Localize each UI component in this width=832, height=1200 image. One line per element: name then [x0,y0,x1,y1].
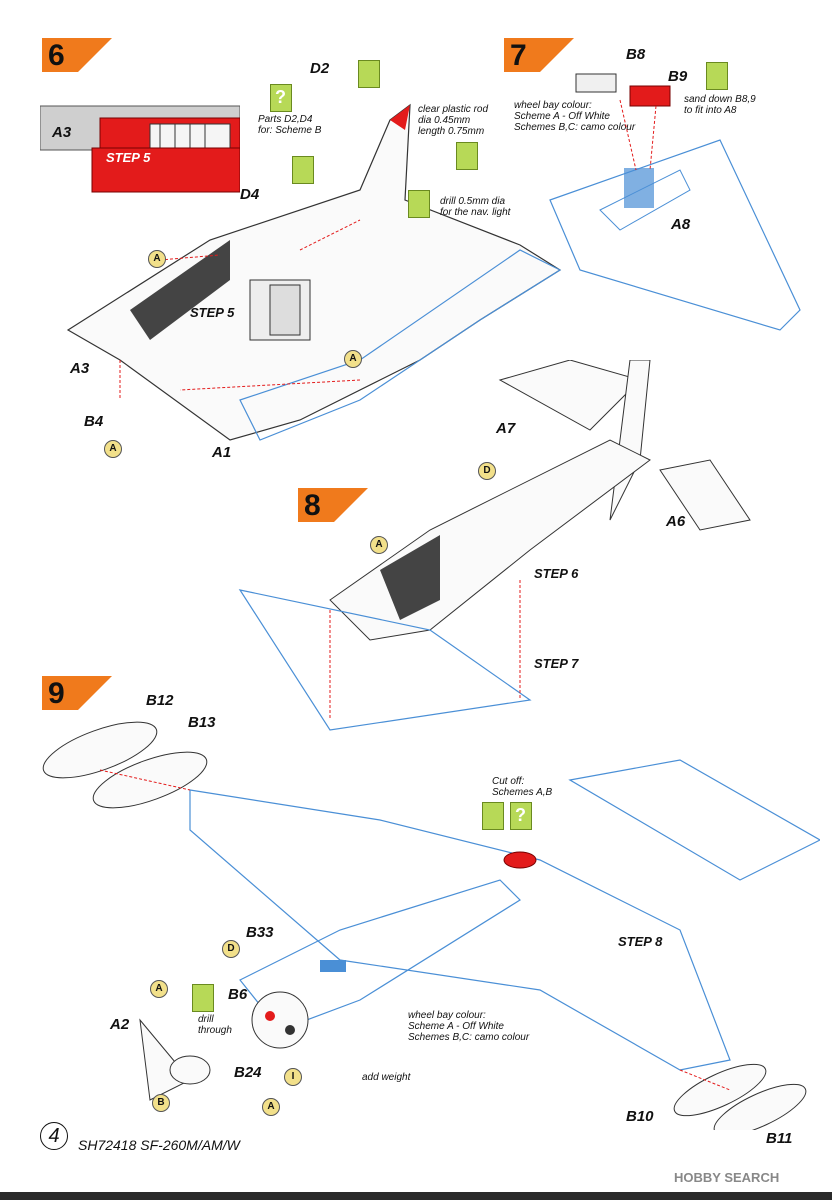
glue-symbol [706,62,728,90]
callout-a: A [344,350,362,368]
step-number: 8 [304,489,321,522]
step5-inset-label: STEP 5 [106,150,151,165]
kit-title: SH72418 SF-260M/AM/W [78,1137,240,1153]
part-b24: B24 [234,1064,262,1081]
sand-note: sand down B8,9 to fit into A8 [684,94,756,116]
callout-a: A [262,1098,280,1116]
step-number: 9 [48,677,65,710]
step-7-badge: 7 [504,38,574,72]
step5-inset-illustration [40,105,240,193]
callout-d: D [478,462,496,480]
bottom-bar [0,1192,832,1200]
drill-through-note: drill through [198,1014,232,1036]
step-6-badge: 6 [42,38,112,72]
part-a1: A1 [212,444,232,461]
step-number: 7 [510,39,527,72]
step7-ref: STEP 7 [534,656,579,671]
final-assembly-illustration [42,721,820,1130]
step5-ref: STEP 5 [190,305,235,320]
step-8-badge: 8 [298,488,368,522]
watermark: HOBBY SEARCH [674,1170,780,1185]
step-number: 6 [48,39,65,72]
step6-ref: STEP 6 [534,566,579,581]
drill-symbol [192,984,214,1012]
glue-symbol [482,802,504,830]
callout-d: D [222,940,240,958]
part-b9: B9 [668,68,688,85]
parts-scheme-note: Parts D2,D4 for: Scheme B [258,114,322,136]
part-a3-inset: A3 [52,124,72,141]
callout-b: B [152,1094,170,1112]
part-b12: B12 [146,692,174,709]
step-9-badge: 9 [42,676,112,710]
help-symbol: ? [270,84,292,112]
callout-a: A [148,250,166,268]
part-b13: B13 [188,714,216,731]
tail-assembly-illustration [238,360,751,731]
part-b11: B11 [766,1130,793,1147]
part-a6: A6 [666,513,686,530]
wheel-bay-note: wheel bay colour: Scheme A - Off White S… [514,100,636,133]
part-a7: A7 [496,420,516,437]
wing-assembly-illustration [549,73,801,331]
callout-a: A [150,980,168,998]
part-b4: B4 [84,413,104,430]
help-symbol: ? [510,802,532,830]
part-a8: A8 [671,216,691,233]
callout-a: A [104,440,122,458]
callout-i: I [284,1068,302,1086]
part-b6: B6 [228,986,248,1003]
part-a3: A3 [70,360,90,377]
part-a2: A2 [110,1016,130,1033]
part-d2: D2 [310,60,330,77]
hand-symbol [456,142,478,170]
glue-symbol [292,156,314,184]
rod-note: clear plastic rod dia 0.45mm length 0.75… [418,104,489,137]
fuselage-assembly-illustration [66,103,562,441]
page-number: 4 [40,1122,68,1150]
part-b33: B33 [246,924,274,941]
cutoff-note: Cut off: Schemes A,B [492,776,553,798]
callout-a: A [370,536,388,554]
drill-nav-note: drill 0.5mm dia for the nav. light [440,196,511,218]
step8-ref: STEP 8 [618,934,663,949]
wheel-bay-note-2: wheel bay colour: Scheme A - Off White S… [408,1010,530,1043]
part-b8: B8 [626,46,646,63]
part-d4: D4 [240,186,260,203]
drill-symbol [408,190,430,218]
part-b10: B10 [626,1108,654,1125]
glue-symbol [358,60,380,88]
weight-note: add weight [362,1072,411,1083]
